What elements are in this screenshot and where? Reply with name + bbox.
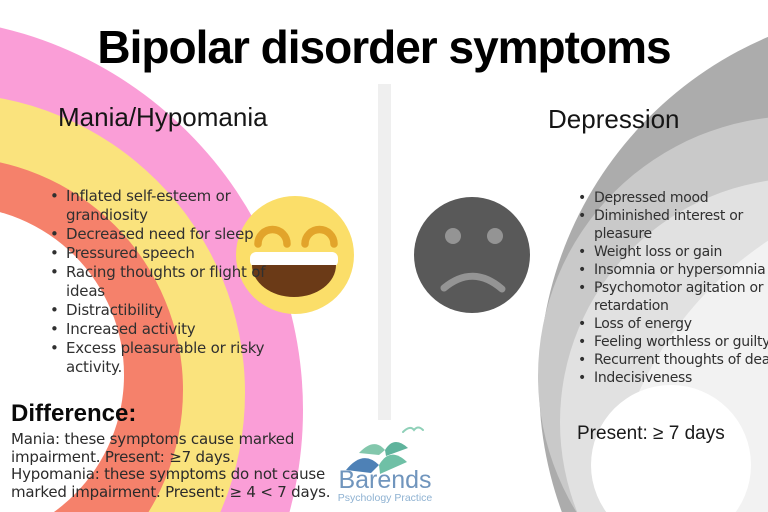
symptom-item: Increased activity — [48, 320, 266, 339]
teeth — [250, 252, 338, 267]
symptom-item: Feeling worthless or guilty — [576, 333, 768, 351]
sad-left-eye — [445, 228, 461, 244]
symptom-item: Insomnia or hypersomnia — [576, 261, 768, 279]
symptom-item: Weight loss or gain — [576, 243, 768, 261]
depression-symptom-list: Depressed moodDiminished interest or ple… — [576, 189, 768, 387]
difference-heading: Difference: — [11, 400, 137, 427]
upper-bird-right-wing — [385, 441, 408, 456]
depression-heading: Depression — [548, 104, 680, 134]
symptom-item: Racing thoughts or flight of ideas — [48, 263, 266, 301]
symptom-item: Inflated self-esteem or grandiosity — [48, 187, 266, 225]
frown-mouth — [440, 272, 506, 293]
symptom-item: Psychomotor agitation or retardation — [576, 279, 768, 315]
upper-bird-left-wing — [359, 444, 385, 455]
happy-right-eye — [301, 225, 338, 248]
sad-face-icon — [414, 197, 530, 313]
page-title: Bipolar disorder symptoms — [97, 21, 671, 73]
logo-tagline: Psychology Practice — [337, 492, 433, 504]
difference-text: Mania: these symptoms cause marked impai… — [11, 430, 331, 501]
symptom-item: Depressed mood — [576, 189, 768, 207]
logo-birds-icon — [346, 426, 424, 474]
symptom-item: Indecisiveness — [576, 369, 768, 387]
symptom-item: Loss of energy — [576, 315, 768, 333]
sad-right-eye — [487, 228, 503, 244]
lower-bird-right-wing — [379, 454, 407, 474]
symptom-item: Recurrent thoughts of death — [576, 351, 768, 369]
open-mouth — [252, 265, 336, 297]
mania-symptom-list: Inflated self-esteem or grandiosityDecre… — [48, 187, 266, 377]
depression-present-duration: Present: ≥ 7 days — [577, 423, 725, 444]
logo-name: Barends — [338, 466, 432, 494]
symptom-item: Distractibility — [48, 301, 266, 320]
lower-bird-left-wing — [346, 458, 379, 473]
mania-heading: Mania/Hypomania — [58, 102, 268, 132]
symptom-item: Pressured speech — [48, 244, 266, 263]
small-bird — [402, 426, 424, 433]
inner-white-right — [591, 385, 751, 512]
symptom-item: Excess pleasurable or risky activity. — [48, 339, 266, 377]
symptom-item: Decreased need for sleep — [48, 225, 266, 244]
center-divider — [378, 84, 391, 420]
barends-logo: Barends Psychology Practice — [325, 466, 445, 505]
rainbow-arcs-left — [0, 27, 303, 512]
symptom-item: Diminished interest or pleasure — [576, 207, 768, 243]
